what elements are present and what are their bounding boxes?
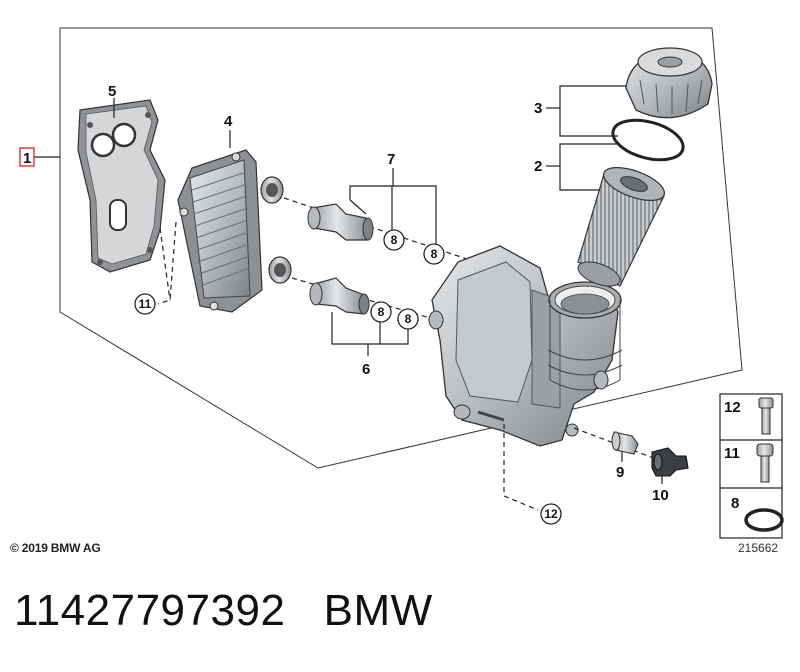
callout-12[interactable]: 12 <box>544 507 558 521</box>
callout-8-lower-b[interactable]: 8 <box>405 312 412 326</box>
callout-8-upper-a[interactable]: 8 <box>391 233 398 247</box>
callout-12-circle <box>540 503 562 525</box>
bracket-6 <box>331 312 409 356</box>
o-ring-icon <box>744 508 784 532</box>
bolt-12-leader <box>503 424 539 511</box>
seal-ring <box>611 118 685 162</box>
filter-cap <box>625 47 713 119</box>
callout-4[interactable]: 4 <box>224 113 233 130</box>
pressure-switch <box>651 447 689 477</box>
part-number: 11427797392 <box>14 586 286 635</box>
sensor-valve <box>611 431 639 455</box>
oil-cooler <box>177 149 292 313</box>
callout-8-lower-a[interactable]: 8 <box>378 305 385 319</box>
callout-11-circle <box>134 293 156 315</box>
callout-11[interactable]: 11 <box>139 297 152 311</box>
hex-bolt-icon <box>758 397 774 435</box>
filter-element <box>577 166 665 287</box>
legend-number-8: 8 <box>731 495 739 512</box>
callout-5[interactable]: 5 <box>108 83 116 100</box>
callout-8-lower-b-circle <box>397 308 419 330</box>
bolt-11-leader <box>157 221 177 305</box>
copyright-notice: © 2019 BMW AG <box>10 541 101 555</box>
bracket-2 <box>559 143 618 191</box>
callout-1[interactable]: 1 <box>23 150 31 167</box>
callout-10[interactable]: 10 <box>652 487 669 504</box>
bracket-3 <box>559 85 626 137</box>
filter-housing <box>428 245 623 447</box>
callout-3[interactable]: 3 <box>534 100 542 117</box>
legend-number-12: 12 <box>724 399 741 416</box>
part-caption: 11427797392 BMW <box>14 586 433 636</box>
callout-6[interactable]: 6 <box>362 361 370 378</box>
callout-8-upper-a-circle <box>383 229 405 251</box>
callout-2[interactable]: 2 <box>534 158 542 175</box>
cooler-gasket <box>77 99 166 273</box>
connector-lower <box>309 277 370 315</box>
connector-upper <box>307 203 374 241</box>
callout-9[interactable]: 9 <box>616 464 624 481</box>
callout-8-upper-b[interactable]: 8 <box>431 247 438 261</box>
callout-8-lower-a-circle <box>370 301 392 323</box>
callout-7[interactable]: 7 <box>387 151 395 168</box>
brand-name: BMW <box>323 586 433 635</box>
socket-bolt-icon <box>756 443 774 483</box>
diagram-id: 215662 <box>738 541 779 555</box>
exploded-parts-diagram: 1 5 4 <box>19 27 784 539</box>
callout-1-highlight-box <box>19 147 35 167</box>
callout-8-upper-b-circle <box>423 243 445 265</box>
legend-number-11: 11 <box>724 445 740 462</box>
